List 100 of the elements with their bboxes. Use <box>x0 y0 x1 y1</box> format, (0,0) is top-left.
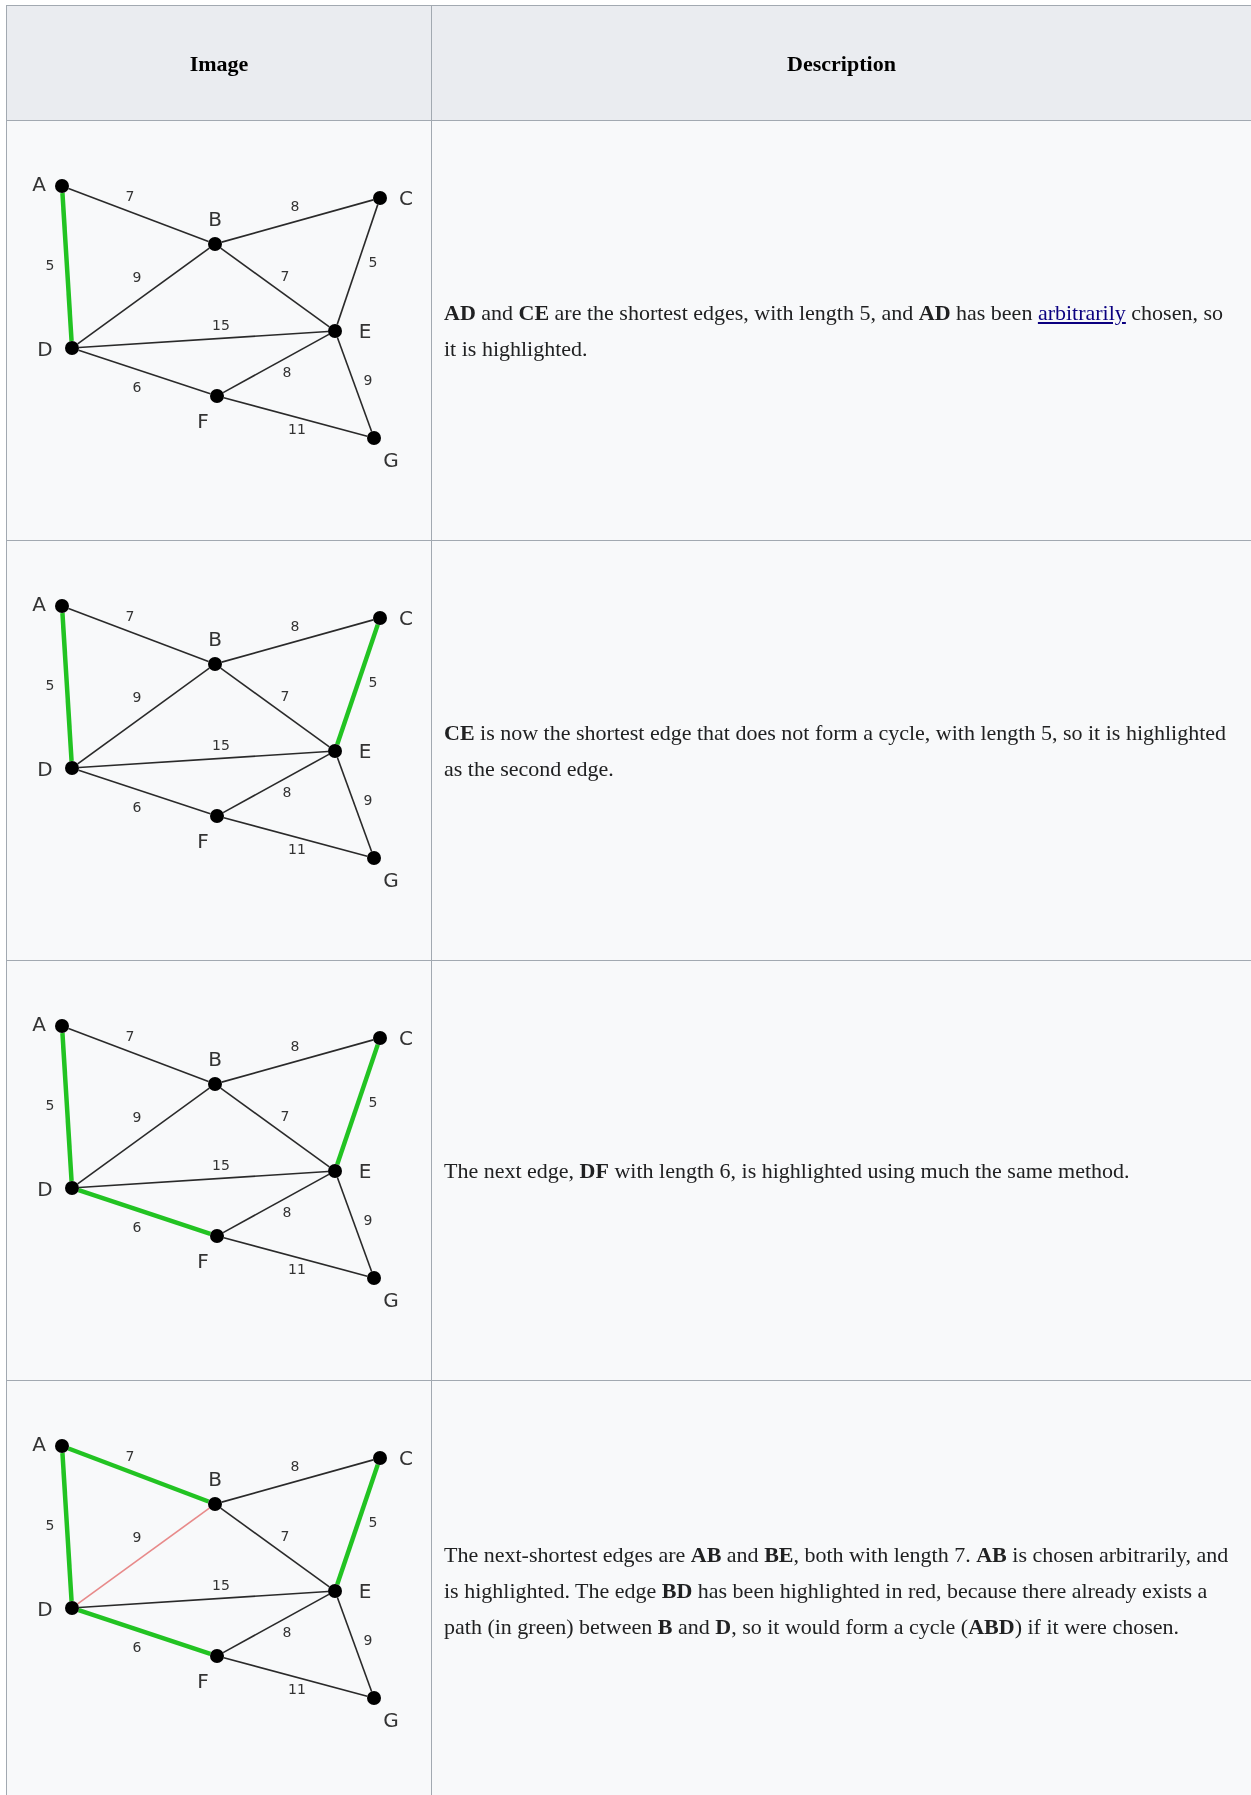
edge-weight: 7 <box>280 1108 290 1124</box>
graph-edge <box>336 336 373 433</box>
graph-edge <box>78 1170 329 1189</box>
graph-edge <box>77 1188 212 1236</box>
graph-edge <box>336 203 379 326</box>
graph-edge <box>222 1237 369 1277</box>
vertex-label: G <box>383 1709 399 1731</box>
graph-edge <box>77 349 212 395</box>
description-text: AD and CE are the shortest edges, with length 5, and AD has been arbitrarily chosen, so it is highlighted. <box>444 298 1224 363</box>
graph-edge <box>222 753 330 814</box>
edge-weight: 5 <box>45 1097 55 1113</box>
vertex-label: B <box>207 1468 223 1490</box>
edge-weight: 15 <box>212 1577 230 1593</box>
graph-edge <box>78 1590 329 1609</box>
edge-weight: 7 <box>125 608 135 624</box>
edge-weight: 9 <box>132 1529 142 1545</box>
edge-weight: 11 <box>288 421 306 437</box>
graph-edge <box>335 623 380 746</box>
edge-weight: 15 <box>212 317 230 333</box>
graph-edge <box>219 247 331 328</box>
edge-weight: 7 <box>280 1528 290 1544</box>
edge-weight: 6 <box>132 799 142 815</box>
edge-weight: 8 <box>290 198 300 214</box>
description-text: The next-shortest edges are AB and BE, both with length 7. AB is chosen arbitrarily, and is highlighted. The edge BD has been highlighted in red, because there already exists a path (in green) between B and D, so it would form a cycle (ABD) if it were chosen. <box>444 1540 1230 1641</box>
graph-edge <box>222 397 369 437</box>
graph-edge <box>78 750 329 769</box>
graph-edge <box>220 619 375 663</box>
edge-weight: 15 <box>212 1157 230 1173</box>
vertex-label: D <box>37 1598 53 1620</box>
description-text: CE is now the shortest edge that does not form a cycle, with length 5, so it is highlighted as the second edge. <box>444 718 1228 783</box>
graph-edge <box>77 1608 212 1656</box>
vertex-label: A <box>31 593 47 615</box>
edge-weight: 8 <box>282 364 292 380</box>
graph-edge <box>60 1452 74 1602</box>
edge-weight: 6 <box>132 1639 142 1655</box>
edge-weight: 8 <box>282 784 292 800</box>
edge-weight: 11 <box>288 1261 306 1277</box>
graph-edge <box>222 817 369 857</box>
vertex-label: D <box>37 1178 53 1200</box>
vertex-label: F <box>196 410 210 432</box>
graph-edge <box>336 756 373 853</box>
edge-weight: 7 <box>280 688 290 704</box>
graph-edge <box>67 187 210 243</box>
edge-weight: 11 <box>288 841 306 857</box>
vertex-label: E <box>357 1580 373 1602</box>
graph-edge <box>76 247 211 345</box>
vertex-label: F <box>196 830 210 852</box>
edge-weight: 9 <box>132 1109 142 1125</box>
graph-edge <box>222 1657 369 1697</box>
graph-edge <box>67 1446 210 1504</box>
graph-edge <box>219 1087 331 1168</box>
edge-weight: 9 <box>132 269 142 285</box>
edge-weight: 8 <box>282 1624 292 1640</box>
vertex-label: D <box>37 338 53 360</box>
vertex-label: G <box>383 1289 399 1311</box>
graph-edge <box>335 1043 380 1166</box>
graph-edge <box>222 333 330 394</box>
graph-edge <box>60 612 74 762</box>
edge-weight: 7 <box>125 1448 135 1464</box>
column-header: Description <box>787 49 896 78</box>
graph-edge <box>222 1173 330 1234</box>
graph-edge <box>67 607 210 663</box>
edge-weight: 5 <box>45 1517 55 1533</box>
edge-weight: 7 <box>125 188 135 204</box>
graph-edge <box>60 1032 74 1182</box>
vertex-label: B <box>207 1048 223 1070</box>
edge-weight: 5 <box>368 1094 378 1110</box>
vertex-label: A <box>31 1433 47 1455</box>
vertex-label: G <box>383 449 399 471</box>
graph-edge <box>220 199 375 243</box>
edge-weight: 5 <box>368 1514 378 1530</box>
edge-weight: 9 <box>363 792 373 808</box>
vertex-label: G <box>383 869 399 891</box>
description-text: The next edge, DF with length 6, is highlighted using much the same method. <box>444 1156 1130 1185</box>
graph-edge <box>220 1039 375 1083</box>
graph-edge <box>78 330 329 349</box>
edge-weight: 8 <box>282 1204 292 1220</box>
edge-weight: 8 <box>290 1038 300 1054</box>
vertex-label: C <box>398 1447 414 1469</box>
graph-edge <box>336 1596 373 1693</box>
vertex-label: E <box>357 1160 373 1182</box>
graph-edge <box>76 667 211 765</box>
vertex-label: E <box>357 320 373 342</box>
edge-weight: 9 <box>132 689 142 705</box>
vertex-label: C <box>398 1027 414 1049</box>
vertex-label: D <box>37 758 53 780</box>
graph-edge <box>60 192 74 342</box>
vertex-label: C <box>398 607 414 629</box>
edge-weight: 5 <box>45 677 55 693</box>
vertex-label: B <box>207 208 223 230</box>
column-header: Image <box>189 49 249 78</box>
edge-weight: 11 <box>288 1681 306 1697</box>
edge-weight: 6 <box>132 1219 142 1235</box>
vertex-label: C <box>398 187 414 209</box>
vertex-label: B <box>207 628 223 650</box>
edge-weight: 15 <box>212 737 230 753</box>
vertex-label: F <box>196 1250 210 1272</box>
link: arbitrarily <box>1037 299 1126 325</box>
graph-edge <box>335 1463 380 1586</box>
vertex-label: A <box>31 173 47 195</box>
